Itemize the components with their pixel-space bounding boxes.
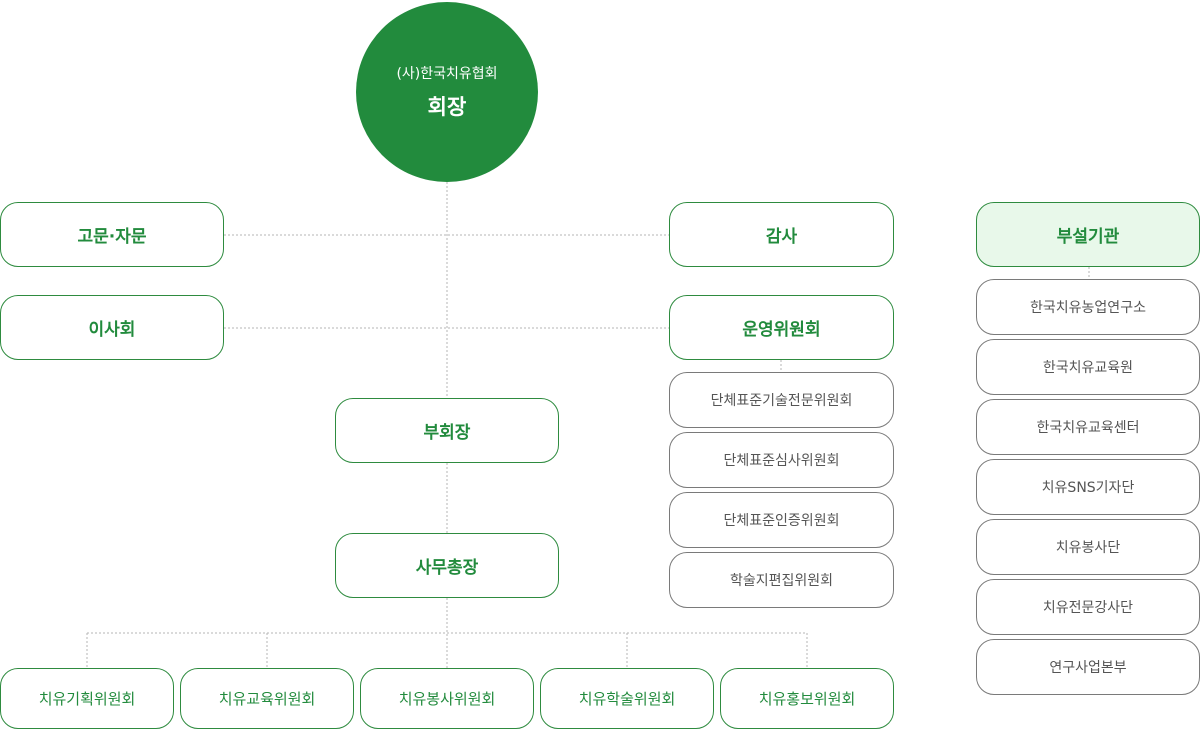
subcommittee-item: 학술지편집위원회 [669, 552, 894, 608]
affiliates-header: 부설기관 [976, 202, 1200, 267]
organization-name: (사)한국치유협회 [396, 66, 498, 82]
subcommittee-item: 단체표준인증위원회 [669, 492, 894, 548]
audit-node: 감사 [669, 202, 894, 267]
affiliate-item: 한국치유교육원 [976, 339, 1200, 395]
committee-item: 치유교육위원회 [180, 668, 354, 729]
president-title: 회장 [427, 95, 467, 119]
affiliate-item: 치유SNS기자단 [976, 459, 1200, 515]
affiliate-item: 치유봉사단 [976, 519, 1200, 575]
advisor-node: 고문·자문 [0, 202, 224, 267]
vice-president-node: 부회장 [335, 398, 559, 463]
committee-item: 치유기획위원회 [0, 668, 174, 729]
committee-item: 치유봉사위원회 [360, 668, 534, 729]
board-node: 이사회 [0, 295, 224, 360]
committee-item: 치유학술위원회 [540, 668, 714, 729]
affiliate-item: 연구사업본부 [976, 639, 1200, 695]
affiliate-item: 한국치유농업연구소 [976, 279, 1200, 335]
secretary-general-node: 사무총장 [335, 533, 559, 598]
affiliate-item: 치유전문강사단 [976, 579, 1200, 635]
affiliate-item: 한국치유교육센터 [976, 399, 1200, 455]
committee-item: 치유홍보위원회 [720, 668, 894, 729]
subcommittee-item: 단체표준심사위원회 [669, 432, 894, 488]
operating-committee-node: 운영위원회 [669, 295, 894, 360]
president-node: (사)한국치유협회 회장 [356, 2, 538, 182]
subcommittee-item: 단체표준기술전문위원회 [669, 372, 894, 428]
